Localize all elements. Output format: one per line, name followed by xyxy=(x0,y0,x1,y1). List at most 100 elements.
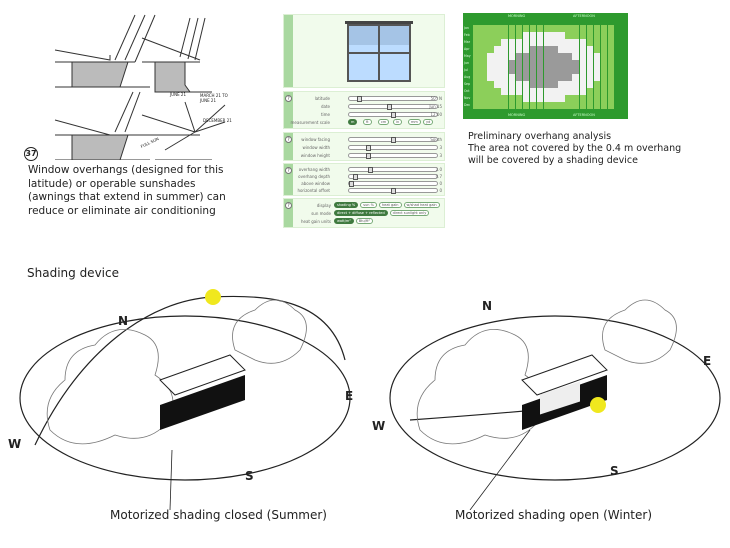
compass-w: W xyxy=(8,437,21,451)
display-shading[interactable]: shading % xyxy=(334,202,359,208)
help-button[interactable]: ? xyxy=(285,136,292,143)
display-sun[interactable]: sun % xyxy=(360,202,377,208)
heatmap-cell xyxy=(508,88,516,95)
heatmap-cell xyxy=(480,81,487,88)
label-june: JUNE 21 xyxy=(170,92,186,97)
units-watt[interactable]: watt/m² xyxy=(334,218,354,224)
heatmap-cell xyxy=(551,95,558,102)
heatmap-cell xyxy=(572,53,579,60)
scale-cm[interactable]: cm xyxy=(378,119,390,125)
heatmap-cell xyxy=(529,39,537,46)
heatmap-cell xyxy=(593,60,601,67)
heatmap-cell xyxy=(480,25,487,32)
sun-mode-all[interactable]: direct + diffuse + reflected xyxy=(334,210,388,216)
heatmap-cell xyxy=(593,95,601,102)
heatmap-cell xyxy=(508,60,516,67)
heatmap-cell xyxy=(494,102,501,109)
month-label: Aug xyxy=(464,75,471,79)
heatmap-cell xyxy=(480,102,487,109)
heatmap-cell xyxy=(607,39,615,46)
window-visualization xyxy=(283,14,445,88)
heatmap-cell xyxy=(529,25,537,32)
heatmap-cell xyxy=(473,88,480,95)
month-label: May xyxy=(464,54,471,58)
summer-caption: Motorized shading closed (Summer) xyxy=(110,508,327,522)
scale-mm[interactable]: mm xyxy=(408,119,421,125)
heatmap-cell xyxy=(579,74,587,81)
scale-in[interactable]: in xyxy=(393,119,403,125)
heatmap-cell xyxy=(586,60,594,67)
compass-e: E xyxy=(703,354,711,368)
display-wshad[interactable]: w/shad heat gain xyxy=(403,202,440,208)
heatmap-cell xyxy=(558,60,565,67)
heatmap-cell xyxy=(586,25,594,32)
heatmap-cell xyxy=(551,81,558,88)
heatmap-cell xyxy=(515,39,523,46)
heatmap-cell xyxy=(487,60,494,67)
heatmap-cell xyxy=(529,95,537,102)
heatmap-cell xyxy=(487,74,494,81)
heatmap-cell xyxy=(572,67,579,74)
figure-number: 37 xyxy=(24,147,38,161)
scale-ft[interactable]: ft xyxy=(363,119,372,125)
heatmap-cell xyxy=(565,39,572,46)
heatmap-cell xyxy=(572,60,579,67)
heatmap-cell xyxy=(515,81,523,88)
heatmap-cell xyxy=(508,39,516,46)
heatmap-cell xyxy=(565,81,572,88)
heatmap-cell xyxy=(480,74,487,81)
scale-m[interactable]: m xyxy=(348,119,358,125)
help-button[interactable]: ? xyxy=(285,167,292,174)
heatmap-cell xyxy=(579,32,587,39)
heatmap-cell xyxy=(565,53,572,60)
heatmap-cell xyxy=(600,39,608,46)
heatmap-cell xyxy=(579,39,587,46)
heatmap-cell xyxy=(508,25,516,32)
scale-yd[interactable]: yd xyxy=(423,119,434,125)
heatmap-cell xyxy=(501,25,508,32)
heatmap-cell xyxy=(515,60,523,67)
heatmap-cell xyxy=(515,95,523,102)
heatmap-cell xyxy=(480,53,487,60)
heatmap-cell xyxy=(522,32,530,39)
help-button[interactable]: ? xyxy=(285,95,292,102)
heatmap-cell xyxy=(586,39,594,46)
display-heat-gain[interactable]: heat gain xyxy=(378,202,402,208)
sun-mode-direct[interactable]: direct sunlight only xyxy=(389,210,430,216)
heatmap-cell xyxy=(551,74,558,81)
heatmap-cell xyxy=(501,46,508,53)
heatmap-cell xyxy=(522,102,530,109)
heatmap-cell xyxy=(473,74,480,81)
heatmap-cell xyxy=(473,95,480,102)
heatmap-cell xyxy=(529,102,537,109)
month-label: Apr xyxy=(464,47,470,51)
heatmap-cell xyxy=(473,32,480,39)
heatmap-cell xyxy=(572,81,579,88)
help-button[interactable]: ? xyxy=(285,202,292,209)
heatmap-cell xyxy=(494,95,501,102)
heatmap-cell xyxy=(480,95,487,102)
window-icon xyxy=(347,24,411,82)
heatmap-cell xyxy=(600,88,608,95)
heatmap-cell xyxy=(579,88,587,95)
heatmap-cell xyxy=(600,53,608,60)
heatmap-cell xyxy=(487,32,494,39)
heatmap-grid xyxy=(473,25,615,109)
heatmap-cell xyxy=(536,32,544,39)
heatmap-cell xyxy=(586,74,594,81)
units-btu[interactable]: Btu/ft² xyxy=(355,218,373,224)
heatmap-cell xyxy=(522,74,530,81)
heatmap-label: MORNING xyxy=(508,113,526,117)
